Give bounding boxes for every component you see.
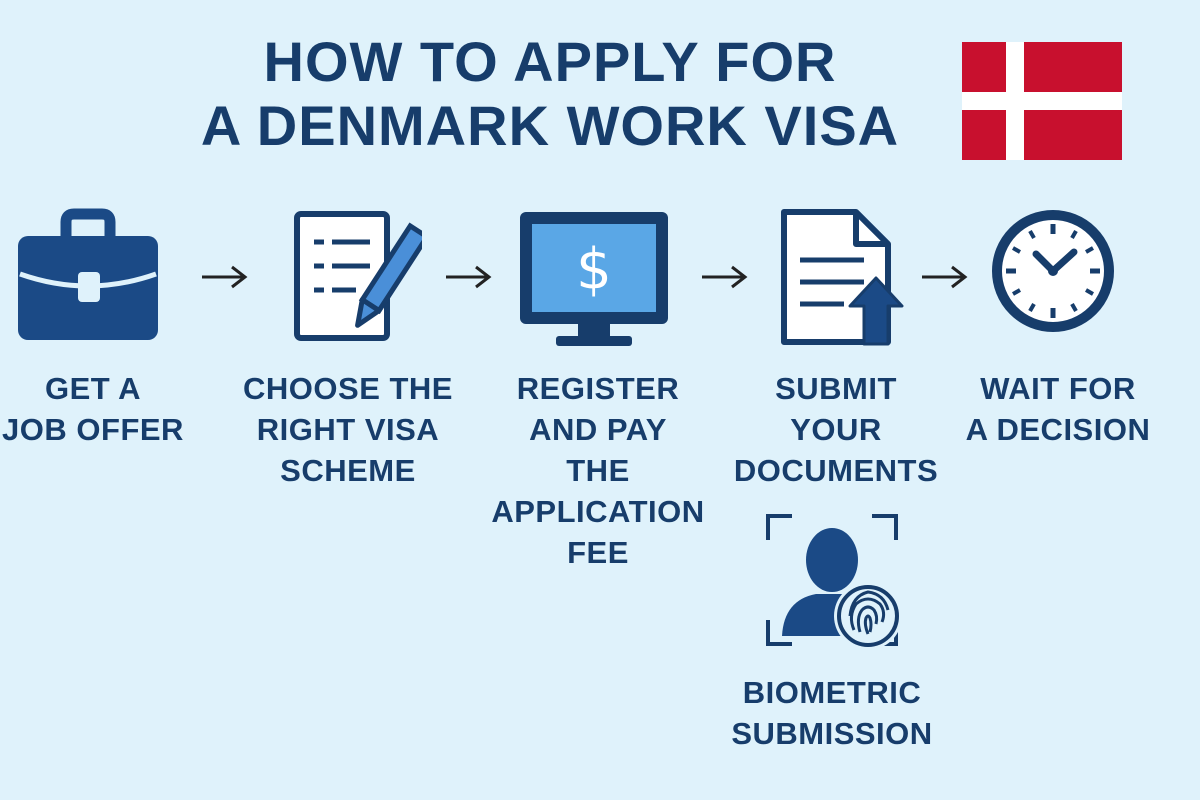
step-1-line-2: JOB OFFER <box>2 412 184 447</box>
step-3-line-2: AND PAY <box>529 412 667 447</box>
document-pencil-icon <box>294 211 422 341</box>
title-line-1: HOW TO APPLY FOR <box>263 30 837 93</box>
clock-icon <box>992 210 1114 332</box>
step-4-label: SUBMIT YOUR DOCUMENTS <box>728 368 944 491</box>
denmark-flag-icon <box>962 42 1122 160</box>
step-2-line-3: SCHEME <box>280 453 416 488</box>
title-line-2: A DENMARK WORK VISA <box>200 94 900 157</box>
step-3-label: REGISTER AND PAY THE APPLICATION FEE <box>488 368 708 573</box>
step-2-line-1: CHOOSE THE <box>243 371 453 406</box>
step-3-line-4: APPLICATION <box>491 494 705 529</box>
document-upload-icon <box>781 209 904 346</box>
right-arrow-icon <box>922 265 968 289</box>
step-3-line-5: FEE <box>567 535 629 570</box>
face-fingerprint-icon <box>766 514 900 648</box>
step-1-label: GET A JOB OFFER <box>0 368 186 450</box>
step-4-line-1: SUBMIT <box>775 371 897 406</box>
biometric-line-1: BIOMETRIC <box>742 675 922 710</box>
biometric-label: BIOMETRIC SUBMISSION <box>720 672 944 754</box>
step-5-line-1: WAIT FOR <box>980 371 1136 406</box>
step-4-line-3: DOCUMENTS <box>733 453 939 488</box>
dollar-symbol: $ <box>576 237 612 302</box>
right-arrow-icon <box>202 265 248 289</box>
step-4-line-2: YOUR <box>790 412 882 447</box>
computer-dollar-icon: $ <box>520 212 668 346</box>
step-2-line-2: RIGHT VISA <box>256 412 440 447</box>
biometric-line-2: SUBMISSION <box>731 716 933 751</box>
step-3-line-3: THE <box>566 453 630 488</box>
right-arrow-icon <box>446 265 492 289</box>
step-5-label: WAIT FOR A DECISION <box>958 368 1158 450</box>
step-3-line-1: REGISTER <box>516 371 680 406</box>
briefcase-icon <box>18 208 158 340</box>
step-2-label: CHOOSE THE RIGHT VISA SCHEME <box>240 368 456 491</box>
page-title: HOW TO APPLY FOR A DENMARK WORK VISA <box>120 30 980 158</box>
step-1-line-1: GET A <box>44 371 142 406</box>
right-arrow-icon <box>702 265 748 289</box>
step-5-line-2: A DECISION <box>965 412 1151 447</box>
